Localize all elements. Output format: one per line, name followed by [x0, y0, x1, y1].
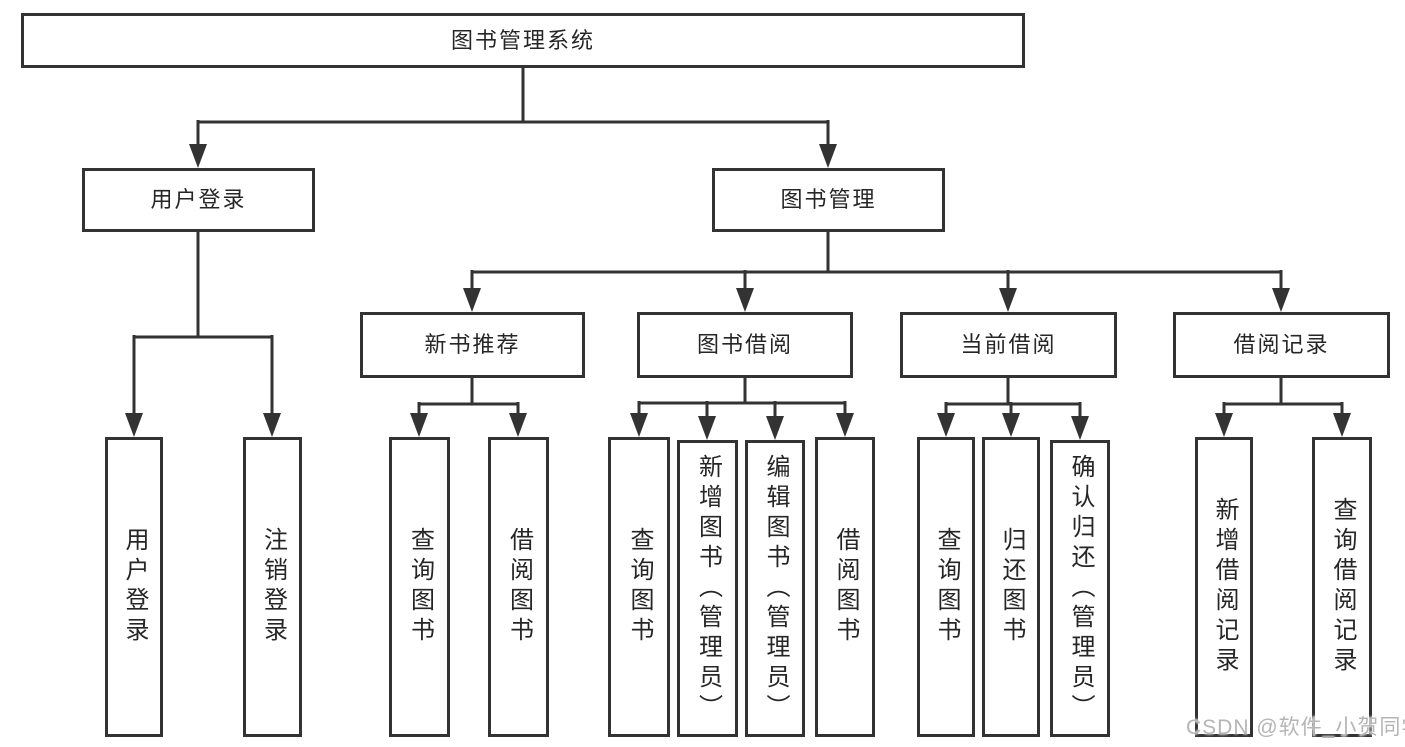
leaf-logout: 注销登录: [243, 437, 302, 737]
node-current-borrow: 当前借阅: [900, 312, 1117, 378]
node-book-borrow: 图书借阅: [637, 312, 853, 378]
leaf-add-books-admin: 新增图书（管理员）: [677, 440, 738, 737]
connector-newbookrec-to-leaves: [410, 378, 527, 437]
node-new-book-recommend: 新书推荐: [360, 312, 585, 378]
leaf-add-borrow-record: 新增借阅记录: [1195, 437, 1253, 737]
csdn-watermark: CSDN @软件_小贺同学: [1186, 716, 1405, 739]
arrowhead: [1333, 413, 1351, 437]
arrowhead: [189, 144, 207, 168]
arrowhead: [125, 413, 143, 437]
connector-records-to-leaves: [1215, 378, 1351, 437]
node-book-management-branch: 图书管理: [712, 168, 945, 232]
arrowhead: [410, 413, 428, 437]
arrowhead: [766, 416, 784, 440]
arrowhead: [819, 144, 837, 168]
connector-bookmgmt-to-level3: [463, 232, 1290, 312]
leaf-confirm-return-admin: 确认归还（管理员）: [1050, 440, 1110, 737]
connector-userlogin-to-leaves: [125, 232, 281, 437]
leaf-borrow-books-2: 借阅图书: [815, 437, 875, 737]
node-user-login-branch: 用户登录: [82, 168, 315, 232]
connector-currentborrow-to-leaves: [937, 378, 1089, 440]
arrowhead: [463, 288, 481, 312]
arrowhead: [999, 288, 1017, 312]
arrowhead: [1002, 413, 1020, 437]
leaf-query-borrow-record: 查询借阅记录: [1312, 437, 1372, 737]
leaf-edit-books-admin: 编辑图书（管理员）: [745, 440, 805, 737]
leaf-query-books-3: 查询图书: [917, 437, 975, 737]
arrowhead: [698, 416, 716, 440]
leaf-user-login: 用户登录: [105, 437, 163, 737]
arrowhead: [509, 413, 527, 437]
node-borrow-records: 借阅记录: [1173, 312, 1390, 378]
arrowhead: [1071, 416, 1089, 440]
leaf-query-books-1: 查询图书: [389, 437, 450, 737]
arrowhead: [1215, 413, 1233, 437]
leaf-borrow-books-1: 借阅图书: [488, 437, 549, 737]
arrowhead: [1272, 288, 1290, 312]
node-root-library-system: 图书管理系统: [21, 13, 1025, 68]
arrowhead: [263, 413, 281, 437]
connector-bookborrow-to-leaves: [630, 378, 854, 440]
arrowhead: [937, 413, 955, 437]
leaf-query-books-2: 查询图书: [608, 437, 670, 737]
arrowhead: [836, 413, 854, 437]
arrowhead: [630, 413, 648, 437]
arrowhead: [736, 288, 754, 312]
leaf-return-books: 归还图书: [982, 437, 1040, 737]
connector-root-to-level2: [189, 68, 837, 168]
